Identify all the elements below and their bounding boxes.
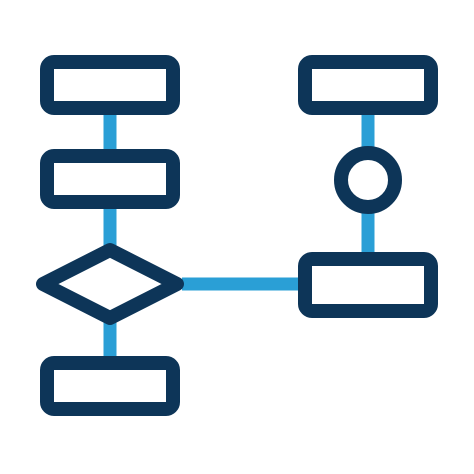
process-box-left-2 <box>40 149 180 209</box>
connector-circle <box>334 146 402 214</box>
decision-diamond <box>36 243 184 325</box>
process-box-left-1 <box>40 55 180 115</box>
connector-lines <box>103 112 375 362</box>
flowchart-shapes <box>36 55 438 416</box>
process-box-right-2 <box>298 252 438 318</box>
process-box-left-3 <box>40 356 180 416</box>
process-box-right-1 <box>298 55 438 115</box>
